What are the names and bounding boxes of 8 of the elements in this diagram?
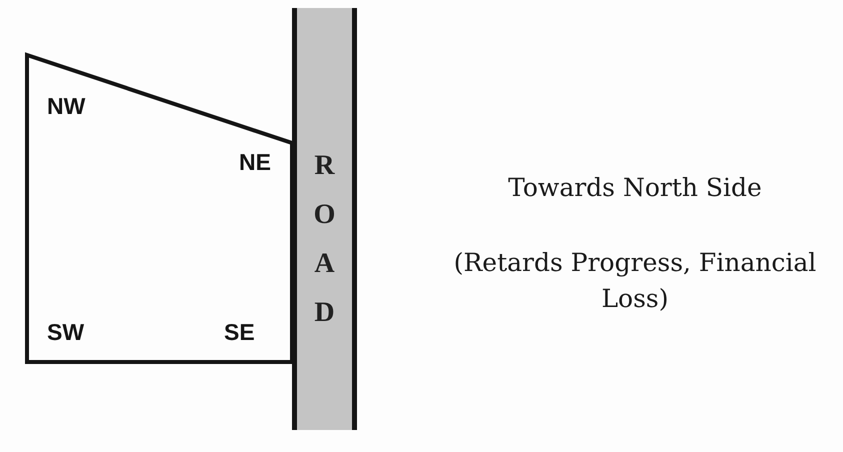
direction-label: SW (47, 321, 84, 344)
road-strip (292, 8, 357, 430)
note-text: (Retards Progress, Financial Loss) (452, 247, 818, 315)
direction-label: SE (224, 321, 255, 344)
direction-label: NE (239, 151, 271, 174)
direction-label: NW (47, 95, 86, 118)
road-label: ROAD (312, 149, 336, 330)
note-text: Towards North Side (507, 172, 763, 204)
